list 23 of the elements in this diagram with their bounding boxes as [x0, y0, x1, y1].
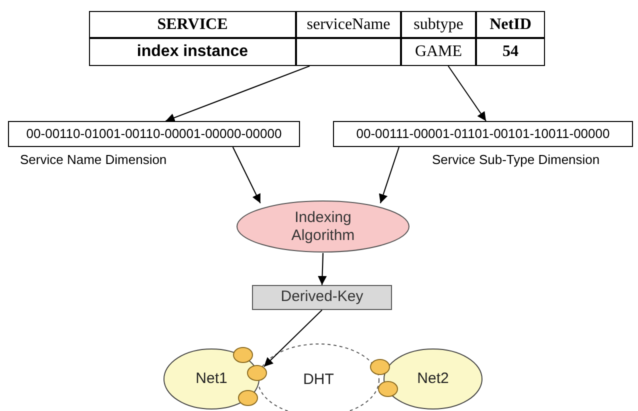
table-cell: 54: [476, 38, 545, 66]
table-cell: GAME: [401, 38, 476, 66]
table-cell: index instance: [89, 38, 296, 66]
arrow: [264, 310, 322, 367]
dimension-caption: Service Sub-Type Dimension: [432, 151, 600, 169]
table-cell: [296, 38, 401, 66]
node-label: Net2: [417, 368, 449, 389]
node-label: DHT: [303, 370, 334, 390]
table-cell: subtype: [401, 11, 476, 38]
arrow: [378, 146, 400, 204]
node-label: Net1: [196, 368, 228, 389]
node-label: Indexing Algorithm: [290, 208, 356, 244]
table-cell: NetID: [476, 11, 545, 38]
table-cell: serviceName: [296, 11, 401, 38]
arrow: [232, 146, 261, 204]
table-cell: SERVICE: [89, 11, 296, 38]
key-box: Derived-Key: [252, 285, 392, 310]
arrow: [165, 65, 310, 122]
arrow: [448, 66, 486, 122]
dimension-caption: Service Name Dimension: [20, 151, 167, 169]
bit-string-box: 00-00111-00001-01101-00101-10011-00000: [333, 121, 633, 147]
bit-string-box: 00-00110-01001-00110-00001-00000-00000: [8, 121, 300, 147]
arrow: [318, 252, 327, 286]
